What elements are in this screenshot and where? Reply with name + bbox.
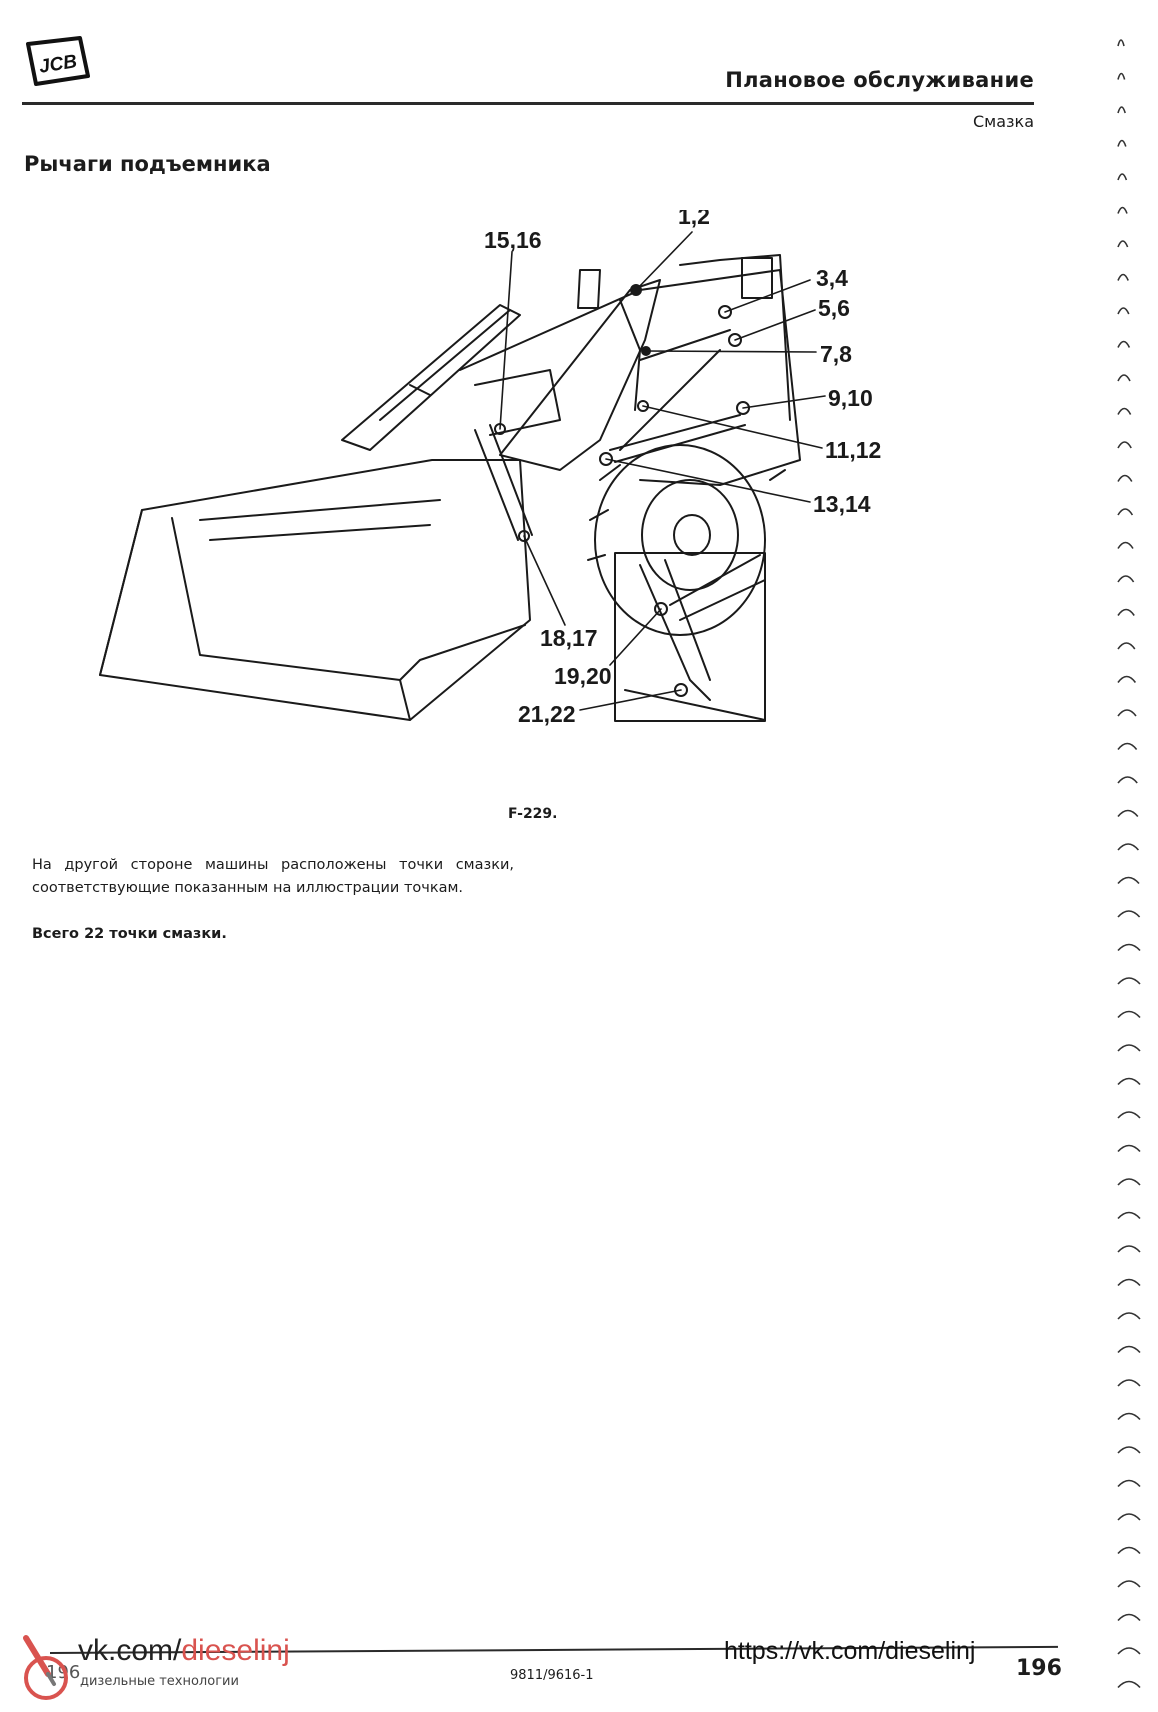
binding-hole bbox=[1117, 441, 1132, 449]
page-number: 196 bbox=[1016, 1656, 1062, 1681]
binding-hole bbox=[1117, 1379, 1141, 1387]
dieselinj-logo-icon bbox=[23, 1635, 68, 1700]
document-number: 9811/9616-1 bbox=[510, 1668, 594, 1683]
binding-hole bbox=[1117, 541, 1134, 549]
lift-cylinder bbox=[609, 414, 741, 451]
binding-hole bbox=[1117, 273, 1129, 281]
binding-hole bbox=[1117, 1178, 1141, 1186]
figure-caption: F-229. bbox=[508, 806, 558, 822]
binding-hole bbox=[1117, 240, 1129, 248]
binding-hole bbox=[1117, 1044, 1141, 1052]
binding-hole bbox=[1117, 943, 1141, 952]
binding-hole bbox=[1117, 340, 1131, 348]
header-title: Плановое обслуживание bbox=[725, 68, 1034, 92]
binding-hole bbox=[1117, 508, 1134, 516]
binding-hole bbox=[1117, 675, 1137, 683]
binding-hole bbox=[1117, 1077, 1141, 1086]
binding-hole bbox=[1117, 843, 1140, 851]
binding-hole bbox=[1117, 206, 1128, 214]
binding-hole bbox=[1117, 1647, 1141, 1655]
binding-hole bbox=[1117, 72, 1126, 80]
binding-hole bbox=[1117, 1680, 1141, 1689]
watermark-tagline: дизельные технологии bbox=[80, 1674, 239, 1689]
binding-hole bbox=[1117, 809, 1139, 818]
binding-hole bbox=[1117, 1245, 1141, 1253]
spiral-binding bbox=[1117, 39, 1141, 1689]
lift-arms-illustration: 1,2 15,16 3,4 5,6 7,8 9,10 11,12 13,14 1… bbox=[99, 210, 881, 727]
binding-hole bbox=[1117, 1479, 1141, 1488]
bucket bbox=[99, 459, 531, 721]
callout-19-20: 19,20 bbox=[554, 663, 612, 689]
binding-hole bbox=[1117, 575, 1135, 583]
binding-hole bbox=[1117, 307, 1130, 315]
binding-hole bbox=[1117, 742, 1138, 751]
front-wheel bbox=[594, 444, 766, 636]
callout-21-22: 21,22 bbox=[518, 701, 576, 727]
binding-hole bbox=[1117, 1010, 1141, 1019]
header-subtitle: Смазка bbox=[972, 112, 1034, 131]
binding-hole bbox=[1117, 407, 1132, 415]
callout-13-14: 13,14 bbox=[813, 491, 871, 517]
page-number-left: 196 bbox=[46, 1662, 81, 1683]
binding-hole bbox=[1117, 1312, 1141, 1320]
header-rule bbox=[22, 102, 1034, 105]
binding-hole bbox=[1117, 1412, 1141, 1421]
binding-hole bbox=[1117, 1211, 1141, 1220]
watermark-url[interactable]: https://vk.com/dieselinj bbox=[724, 1637, 976, 1665]
callout-9-10: 9,10 bbox=[828, 385, 873, 411]
binding-hole bbox=[1117, 1513, 1141, 1521]
callout-3-4: 3,4 bbox=[816, 265, 848, 291]
jcb-logo: JCB bbox=[26, 36, 90, 86]
binding-hole bbox=[1117, 1546, 1141, 1555]
note-paragraph: На другой стороне машины расположены точ… bbox=[32, 857, 514, 896]
binding-hole bbox=[1117, 1345, 1141, 1354]
binding-hole bbox=[1117, 1446, 1141, 1454]
binding-hole bbox=[1117, 173, 1128, 181]
callout-7-8: 7,8 bbox=[820, 341, 852, 367]
binding-hole bbox=[1117, 106, 1126, 114]
callout-15-16: 15,16 bbox=[484, 227, 542, 253]
binding-hole bbox=[1117, 1613, 1141, 1622]
callout-5-6: 5,6 bbox=[818, 295, 850, 321]
callout-18-17: 18,17 bbox=[540, 625, 598, 651]
callout-11-12: 11,12 bbox=[825, 437, 881, 463]
binding-hole bbox=[1117, 374, 1131, 382]
binding-hole bbox=[1117, 1580, 1141, 1588]
binding-hole bbox=[1117, 642, 1136, 650]
lift-arm-left bbox=[341, 304, 521, 451]
section-title: Рычаги подъемника bbox=[24, 152, 271, 176]
binding-hole bbox=[1117, 876, 1140, 885]
binding-hole bbox=[1117, 474, 1133, 482]
binding-hole bbox=[1117, 608, 1135, 616]
binding-hole bbox=[1117, 776, 1138, 784]
binding-hole bbox=[1117, 910, 1141, 918]
binding-hole bbox=[1117, 39, 1125, 47]
watermark-logo-block[interactable]: vk.com/dieselinj дизельные технологии bbox=[18, 1634, 298, 1704]
binding-hole bbox=[1117, 1278, 1141, 1287]
watermark-url-accent: dieselinj bbox=[181, 1634, 290, 1667]
link-rod bbox=[474, 429, 519, 541]
binding-hole bbox=[1117, 1111, 1141, 1119]
binding-hole bbox=[1117, 977, 1141, 985]
watermark-url-left[interactable]: vk.com/dieselinj bbox=[78, 1634, 290, 1668]
binding-hole bbox=[1117, 1144, 1141, 1153]
binding-hole bbox=[1117, 709, 1137, 717]
inset-detail bbox=[614, 552, 766, 722]
binding-hole bbox=[1117, 139, 1127, 147]
lift-arms-figure: 1,2 15,16 3,4 5,6 7,8 9,10 11,12 13,14 1… bbox=[80, 210, 1060, 810]
callout-1-2: 1,2 bbox=[678, 210, 710, 229]
watermark-url-plain: vk.com/ bbox=[78, 1634, 182, 1667]
total-grease-points: Всего 22 точки смазки. bbox=[32, 926, 227, 942]
